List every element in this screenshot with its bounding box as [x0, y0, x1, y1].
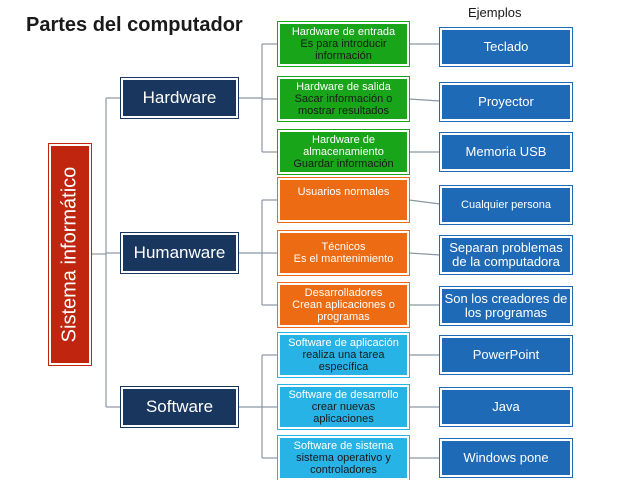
category-humanware: Humanware [121, 233, 238, 273]
example-memoria-usb: Memoria USB [440, 133, 572, 171]
examples-heading: Ejemplos [468, 5, 522, 20]
category-hardware: Hardware [121, 78, 238, 118]
subitem-detail: Es el mantenimiento [293, 253, 394, 265]
subitem-detail: Guardar información [293, 158, 394, 170]
subitem-header: Desarrolladores [304, 287, 383, 299]
subitem-header: Hardware de almacenamiento [303, 134, 384, 158]
subitem-header: Software de sistema [293, 440, 394, 452]
subitem-detail: Crean aplicaciones o programas [292, 299, 395, 323]
example-powerpoint: PowerPoint [440, 336, 572, 374]
subitem-detail: Es para introducir información [300, 38, 387, 62]
subitem-desarrolladores: Desarrolladores Crean aplicaciones o pro… [278, 283, 409, 327]
subitem-detail: realiza una tarea específica [302, 349, 385, 373]
subitem-header: Software de desarrollo [288, 389, 399, 401]
subitem-hardware-entrada: Hardware de entrada Es para introducir i… [278, 22, 409, 66]
subitem-software-aplicacion: Software de aplicación realiza una tarea… [278, 333, 409, 377]
subitem-detail: crear nuevas aplicaciones [311, 401, 376, 425]
subitem-detail: sistema operativo y controladores [296, 452, 391, 476]
example-proyector: Proyector [440, 83, 572, 121]
root-label: Sistema informático [58, 166, 81, 343]
subitem-header: Software de aplicación [288, 337, 399, 349]
subitem-tecnicos: Técnicos Es el mantenimiento [278, 231, 409, 275]
subitem-software-desarrollo: Software de desarrollo crear nuevas apli… [278, 385, 409, 429]
example-windows-pone: Windows pone [440, 439, 572, 477]
example-separan-problemas: Separan problemas de la computadora [440, 236, 572, 274]
page-title: Partes del computador [26, 14, 243, 36]
subitem-header: Hardware de salida [296, 81, 391, 93]
example-son-los-creadores: Son los creadores de los programas [440, 287, 572, 325]
subitem-hardware-salida: Hardware de salida Sacar información o m… [278, 77, 409, 121]
example-teclado: Teclado [440, 28, 572, 66]
example-java: Java [440, 388, 572, 426]
subitem-software-sistema: Software de sistema sistema operativo y … [278, 436, 409, 480]
root-node-sistema-informatico: Sistema informático [49, 144, 91, 365]
subitem-detail: Sacar información o mostrar resultados [294, 93, 393, 117]
example-cualquier-persona: Cualquier persona [440, 186, 572, 224]
subitem-header: Hardware de entrada [291, 26, 396, 38]
subitem-usuarios-normales: Usuarios normales [278, 178, 409, 222]
category-software: Software [121, 387, 238, 427]
subitem-header: Técnicos [321, 241, 366, 253]
subitem-hardware-almacenamiento: Hardware de almacenamiento Guardar infor… [278, 130, 409, 174]
subitem-header: Usuarios normales [297, 186, 390, 198]
